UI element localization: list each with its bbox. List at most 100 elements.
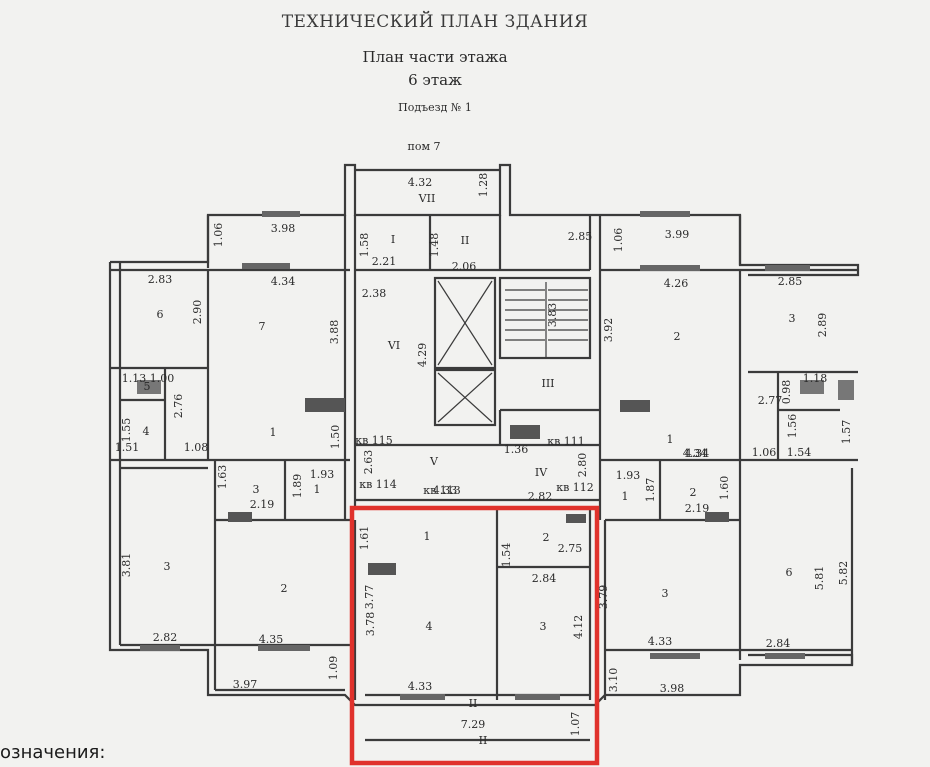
- plan-label: 3.10: [607, 668, 620, 693]
- plan-label: I: [391, 233, 395, 246]
- plan-label: 1.55: [120, 418, 133, 443]
- plan-label: 2.63: [362, 450, 375, 475]
- plan-label: VII: [418, 192, 436, 205]
- plan-label: 1: [622, 490, 629, 503]
- plan-walls: [108, 163, 860, 742]
- plan-label: кв 115: [355, 434, 393, 447]
- plan-label: 4.29: [416, 343, 429, 368]
- plan-label: V: [429, 455, 439, 468]
- plan-label: 4.34: [271, 275, 296, 288]
- plan-label: 1.51: [115, 441, 140, 454]
- plan-label: 1.93: [310, 468, 335, 481]
- plan-label: 4: [143, 425, 150, 438]
- plan-label: 4.33: [433, 484, 458, 497]
- plan-label: 2.85: [568, 230, 593, 243]
- plan-label: 1.13: [122, 372, 147, 385]
- entrance-label: Подъезд № 1: [398, 101, 472, 114]
- plan-label: 1.18: [803, 372, 828, 385]
- plan-label: 3.99: [665, 228, 690, 241]
- plan-label: 3.77: [363, 585, 376, 610]
- plan-label: 5: [144, 380, 151, 393]
- plan-label: 1.61: [358, 526, 371, 551]
- plan-label: 3: [253, 483, 260, 496]
- plan-label: 2.19: [685, 502, 710, 515]
- plan-label: 4.35: [259, 633, 284, 646]
- plan-label: 2.38: [362, 287, 387, 300]
- plan-label: 2.77: [758, 394, 783, 407]
- plan-label: 0.98: [780, 380, 793, 405]
- plan-label: 1: [270, 426, 277, 439]
- plan-label: 2: [690, 486, 697, 499]
- plan-label: 3.78: [364, 612, 377, 637]
- plan-label: 1.06: [212, 223, 225, 248]
- plan-label: 4.12: [572, 615, 585, 640]
- plan-label: II: [469, 697, 478, 710]
- plan-label: 4.33: [648, 635, 673, 648]
- plan-label: 1.00: [150, 372, 175, 385]
- plan-windows: [140, 211, 810, 700]
- plan-label: 2.75: [558, 542, 583, 555]
- plan-label: 4: [426, 620, 433, 633]
- plan-label: 1.48: [428, 233, 441, 258]
- plan-label: 1: [424, 530, 431, 543]
- plan-label: 1.50: [329, 425, 342, 450]
- plan-label: кв 111: [547, 435, 585, 448]
- plan-label: 1: [314, 483, 321, 496]
- plan-label: 2.82: [153, 631, 178, 644]
- plan-label: 3.88: [328, 320, 341, 345]
- plan-label: VI: [387, 339, 400, 352]
- plan-label: 2.21: [372, 255, 397, 268]
- plan-label: 7.29: [461, 718, 486, 731]
- plan-label: 3: [662, 587, 669, 600]
- plan-label: 2.06: [452, 260, 477, 273]
- plan-label: II: [479, 734, 488, 747]
- plan-label: 2.85: [778, 275, 803, 288]
- plan-label: 2: [674, 330, 681, 343]
- document-title: ТЕХНИЧЕСКИЙ ПЛАН ЗДАНИЯ: [281, 12, 589, 32]
- plan-label: 7: [259, 320, 266, 333]
- plan-label: 1.57: [840, 420, 853, 445]
- plan-label: 1.07: [569, 712, 582, 737]
- plan-label: 1: [667, 433, 674, 446]
- plan-label: 4.34: [683, 447, 708, 460]
- plan-subtitle: План части этажа: [362, 48, 508, 66]
- plan-label: 1.56: [786, 414, 799, 439]
- plan-label: 2.90: [191, 300, 204, 325]
- plan-label: 1.58: [358, 233, 371, 258]
- plan-label: 4.33: [408, 680, 433, 693]
- plan-label: 1.06: [752, 446, 777, 459]
- plan-label: кв 113: [423, 484, 461, 497]
- plan-label: 3: [789, 312, 796, 325]
- plan-label: 1.93: [616, 469, 641, 482]
- plan-label: 2.84: [766, 637, 791, 650]
- plan-label: 1.09: [327, 656, 340, 681]
- plan-label: пом 7: [407, 140, 440, 153]
- plan-label: 1.87: [644, 478, 657, 503]
- plan-label: III: [541, 377, 554, 390]
- plan-label: 1.54: [500, 543, 513, 568]
- plan-label: 2: [543, 531, 550, 544]
- plan-label: 1.54: [787, 446, 812, 459]
- plan-label: 6: [157, 308, 164, 321]
- plan-label: 2.84: [532, 572, 557, 585]
- plan-label: 1.63: [216, 465, 229, 490]
- plan-label: 3.97: [233, 678, 258, 691]
- plan-label: 3: [540, 620, 547, 633]
- plan-label: 2.89: [816, 313, 829, 338]
- plan-label: 1.28: [477, 173, 490, 198]
- plan-label: 2.83: [148, 273, 173, 286]
- plan-label: 3.83: [546, 303, 559, 328]
- plan-label: 2.19: [250, 498, 275, 511]
- plan-label: 2.82: [528, 490, 553, 503]
- floor-label: 6 этаж: [408, 71, 462, 89]
- plan-label: II: [461, 234, 470, 247]
- plan-label: 1.08: [184, 441, 209, 454]
- plan-label: 4.26: [664, 277, 689, 290]
- plan-label: 2: [281, 582, 288, 595]
- plan-label: 3.98: [660, 682, 685, 695]
- plan-label: 6: [786, 566, 793, 579]
- plan-label: 2.80: [576, 453, 589, 478]
- highlight-outline: [349, 505, 600, 766]
